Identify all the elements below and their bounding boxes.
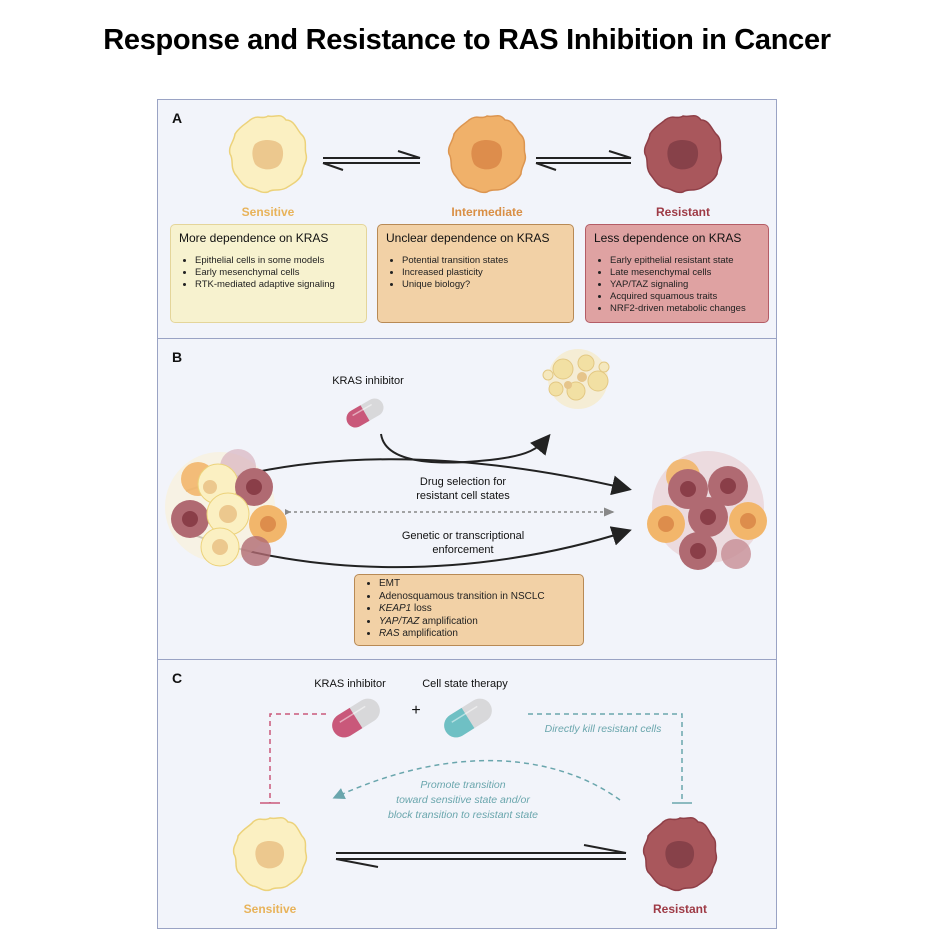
list-item: NRF2-driven metabolic changes xyxy=(610,303,760,315)
mixed-tumor-icon xyxy=(165,449,287,567)
gene-name: KEAP1 xyxy=(379,603,412,614)
sensitive-cell-icon xyxy=(232,816,308,892)
promote-transition-arrow xyxy=(332,759,621,801)
list-item: YAP/TAZ signaling xyxy=(610,279,760,291)
directly-kill-label: Directly kill resistant cells xyxy=(544,723,662,735)
enforcement-label: Genetic or transcriptional enforcement xyxy=(373,529,553,557)
promote-line: Promote transition xyxy=(420,779,506,791)
cell-state-therapy-pill-icon xyxy=(444,698,492,738)
figure-title: Response and Resistance to RAS Inhibitio… xyxy=(103,24,831,56)
mechanism-text: amplification xyxy=(419,615,478,627)
gene-name: RAS xyxy=(379,628,400,639)
mechanism-item: EMT xyxy=(379,578,575,591)
mechanism-item: KEAP1 loss xyxy=(379,603,575,616)
box-title: Less dependence on KRAS xyxy=(594,231,742,245)
drug-to-death-arrow xyxy=(380,433,551,464)
list-item: Epithelial cells in some models xyxy=(195,255,358,267)
kras-inhibition-line xyxy=(269,713,326,803)
cell-state-inhibition-line xyxy=(528,713,683,803)
enforcement-label-line: enforcement xyxy=(432,544,494,556)
equilibrium-arrow-icon xyxy=(535,150,632,171)
list-item: Increased plasticity xyxy=(402,267,565,279)
box-title: Unclear dependence on KRAS xyxy=(386,231,550,245)
mechanism-item: Adenosquamous transition in NSCLC xyxy=(379,591,575,604)
list-item: Early mesenchymal cells xyxy=(195,267,358,279)
panel-c: C xyxy=(157,659,777,929)
mechanism-item: RAS amplification xyxy=(379,628,575,641)
resistant-cell-icon xyxy=(642,816,718,892)
state-label-intermediate: Intermediate xyxy=(451,205,523,219)
list-item: Unique biology? xyxy=(402,279,565,291)
intermediate-cell-icon xyxy=(447,114,527,194)
intermediate-info-box: Unclear dependence on KRAS Potential tra… xyxy=(377,224,574,323)
equilibrium-arrow-icon xyxy=(335,844,627,868)
resistant-cell-icon xyxy=(643,114,723,194)
cell-state-therapy-label: Cell state therapy xyxy=(422,678,508,690)
mechanism-text: amplification xyxy=(399,628,458,639)
panel-label-c: C xyxy=(172,670,183,686)
box-title: More dependence on KRAS xyxy=(179,231,329,245)
enforcement-label-line: Genetic or transcriptional xyxy=(401,530,525,542)
resistant-info-box: Less dependence on KRAS Early epithelial… xyxy=(585,224,769,323)
selection-label: Drug selection for resistant cell states xyxy=(388,475,538,503)
kras-inhibitor-label: KRAS inhibitor xyxy=(314,678,386,690)
sensitive-cell-icon xyxy=(228,114,308,194)
panel-a-graphics xyxy=(228,114,723,194)
gene-name: YAP/TAZ xyxy=(379,615,420,627)
mechanisms-box: EMTAdenosquamous transition in NSCLCKEAP… xyxy=(354,574,584,646)
panel-b: B xyxy=(157,338,777,660)
figure: A xyxy=(157,99,777,929)
list-item: RTK-mediated adaptive signaling xyxy=(195,279,358,291)
list-item: Acquired squamous traits xyxy=(610,291,760,303)
state-label-resistant: Resistant xyxy=(652,902,708,916)
panel-a: A xyxy=(157,99,777,339)
selection-label-line: resistant cell states xyxy=(416,490,510,502)
state-label-sensitive: Sensitive xyxy=(243,902,297,916)
equilibrium-arrow-icon xyxy=(322,150,421,171)
mechanism-text: Adenosquamous transition in NSCLC xyxy=(379,590,545,602)
panel-c-graphics xyxy=(232,698,718,892)
promote-transition-label: Promote transition toward sensitive stat… xyxy=(358,778,568,823)
dead-cells-icon xyxy=(542,349,610,409)
panel-b-graphics xyxy=(165,349,767,570)
state-label-resistant: Resistant xyxy=(655,205,711,219)
list-item: Late mesenchymal cells xyxy=(610,267,760,279)
mechanism-text: EMT xyxy=(379,578,401,589)
panel-label-b: B xyxy=(172,349,183,365)
state-label-sensitive: Sensitive xyxy=(241,205,295,219)
list-item: Potential transition states xyxy=(402,255,565,267)
promote-line: toward sensitive state and/or xyxy=(396,794,530,806)
kras-inhibitor-label: KRAS inhibitor xyxy=(332,375,404,387)
mechanism-text: loss xyxy=(411,603,432,614)
sensitive-info-box: More dependence on KRAS Epithelial cells… xyxy=(170,224,367,323)
kras-inhibitor-pill-icon xyxy=(332,698,380,738)
list-item: Early epithelial resistant state xyxy=(610,255,760,267)
plus-sign: + xyxy=(411,702,421,719)
kras-inhibitor-pill-icon xyxy=(346,398,384,428)
mechanism-item: YAP/TAZ amplification xyxy=(379,616,575,629)
selection-label-line: Drug selection for xyxy=(419,476,507,488)
resistant-tumor-icon xyxy=(647,451,767,570)
promote-line: block transition to resistant state xyxy=(388,809,538,821)
panel-label-a: A xyxy=(172,110,183,126)
